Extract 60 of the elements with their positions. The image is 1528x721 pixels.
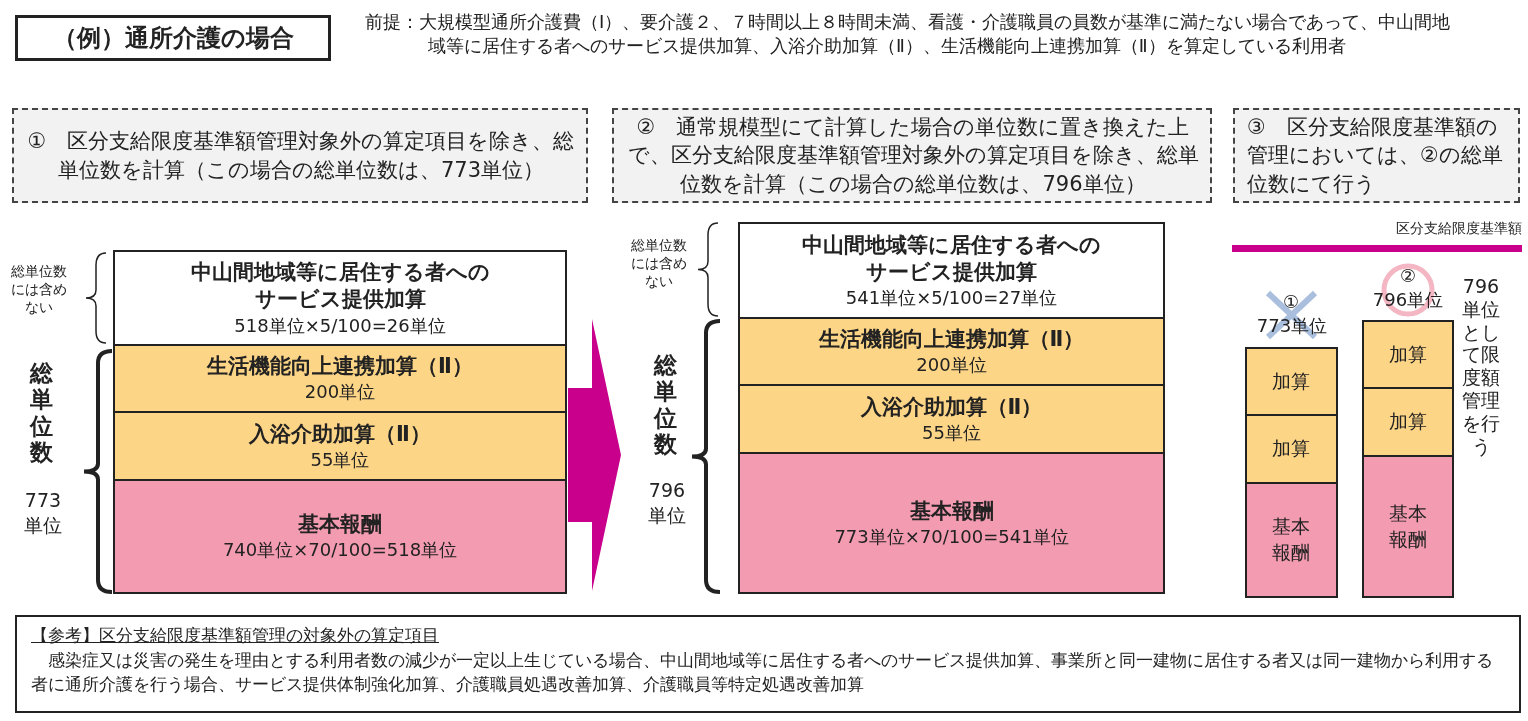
note-box — [612, 108, 1212, 203]
limit-label: 区分支給限度基準額 — [1395, 219, 1522, 238]
stacked-bar-segment — [113, 250, 567, 346]
segment-value: 200単位 — [916, 353, 987, 377]
title-box: （例）通所介護の場合 — [15, 15, 331, 61]
segment-value: 200単位 — [304, 380, 376, 404]
segment-value: 518単位×5/100=26単位 — [234, 313, 446, 337]
reference-heading: 【参考】区分支給限度基準額管理の対象外の算定項目 — [31, 624, 439, 647]
bar-label: ② — [1398, 264, 1418, 286]
segment-heading: 中山間地域等に居住する者へのサービス提供加算 — [190, 259, 490, 314]
segment-label: 加算 — [1271, 436, 1312, 462]
bar-segment — [1245, 482, 1338, 598]
block-arrow — [568, 319, 621, 591]
note-text: ① 区分支給限度基準額管理対象外の算定項目を除き、総単位数を計算（この場合の総単位数は、773単位） — [26, 128, 576, 184]
note-box — [12, 108, 588, 203]
bar-label: ① — [1281, 290, 1301, 312]
segment-value: 55単位 — [922, 420, 981, 445]
bar-segment — [1245, 414, 1338, 484]
brace-label: 総単位数には含めない — [630, 236, 688, 291]
segment-value: 773単位×70/100=541単位 — [834, 524, 1069, 549]
segment-label: 基本報酬 — [1271, 514, 1312, 565]
bar-segment — [1362, 455, 1454, 598]
brace-label: 796単位 — [647, 478, 687, 528]
segment-label: 加算 — [1271, 368, 1312, 394]
segment-heading: 生活機能向上連携加算（Ⅱ） — [818, 326, 1085, 354]
stacked-bar-segment — [113, 344, 567, 413]
stacked-bar-segment — [738, 317, 1165, 386]
segment-label: 加算 — [1388, 341, 1428, 367]
segment-label: 基本報酬 — [1388, 500, 1428, 552]
segment-heading: 中山間地域等に居住する者へのサービス提供加算 — [801, 231, 1102, 286]
segment-heading: 入浴介助加算（Ⅱ） — [249, 420, 431, 448]
segment-value: 740単位×70/100=518単位 — [222, 538, 458, 562]
stacked-bar-segment — [738, 384, 1165, 454]
bar-segment — [1362, 320, 1454, 389]
reference-box — [15, 615, 1521, 713]
bar-segment — [1362, 387, 1454, 457]
segment-value: 55単位 — [310, 447, 370, 472]
stacked-bar-segment — [113, 411, 567, 481]
note-text: ③ 区分支給限度基準額の管理においては、②の総単位数にて行う — [1247, 114, 1504, 198]
bar-segment — [1245, 347, 1338, 416]
segment-heading: 入浴介助加算（Ⅱ） — [860, 393, 1043, 421]
stacked-bar-segment — [738, 452, 1165, 594]
segment-heading: 生活機能向上連携加算（Ⅱ） — [207, 353, 473, 381]
brace-label: 773単位 — [23, 488, 63, 538]
segment-value: 541単位×5/100=27単位 — [845, 286, 1058, 310]
segment-heading: 基本報酬 — [298, 511, 382, 539]
segment-label: 加算 — [1388, 409, 1428, 435]
brace-label: 総単位数 — [652, 352, 678, 458]
brace-label: 総単位数 — [28, 360, 54, 466]
stacked-bar-segment — [113, 479, 567, 594]
bar-label: 796単位 — [1371, 288, 1445, 312]
segment-heading: 基本報酬 — [909, 497, 994, 525]
bar-label: 773単位 — [1255, 314, 1329, 338]
note-text: ② 通常規模型にて計算した場合の単位数に置き換えた上で、区分支給限度基準額管理対象外の算定項目を除き、総単位数を計算（この場合の総単位数は、796単位） — [626, 114, 1200, 198]
reference-text: 感染症又は災害の発生を理由とする利用者数の減少が一定以上生じている場合、中山間地域等に居住する者へのサービス提供加算、事業所と同一建物に居住する者又は同一建物から利用する者に通所介護を行う場合、サービス提供体制強化加算、介護職員処遇改善加算、介護職員等特定処遇改善加算 — [31, 648, 1494, 697]
brace-label: 総単位数には含めない — [10, 262, 68, 317]
premise-text: 前提：大規模型通所介護費（Ⅰ）、要介護２、７時間以上８時間未満、看護・介護職員の員数が基準に満たない場合であって、中山間地域等に居住する者へのサービス提供加算、入浴介助加算（Ⅱ）、生活機能向上連携加算（Ⅱ）を算定している利用者 — [365, 10, 1452, 58]
note-box — [1233, 108, 1520, 203]
vertical-note: 796単位として限度額管理を行う — [1462, 275, 1500, 458]
stacked-bar-segment — [738, 222, 1165, 319]
